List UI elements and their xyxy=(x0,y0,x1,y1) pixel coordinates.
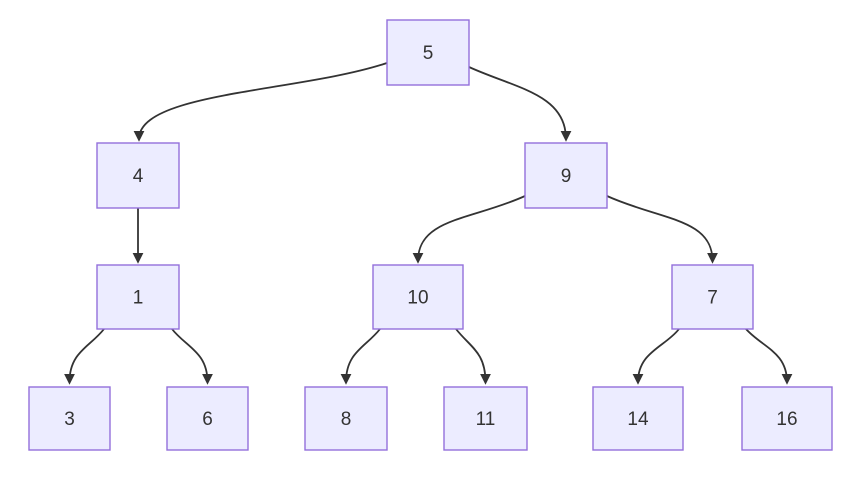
edge-layer xyxy=(64,62,793,385)
tree-node-11: 11 xyxy=(443,386,528,451)
tree-node-7: 7 xyxy=(671,264,754,330)
node-box xyxy=(372,264,464,330)
node-label: 1 xyxy=(133,288,144,309)
tree-node-3: 3 xyxy=(28,386,111,451)
node-box xyxy=(741,386,833,451)
edge-1-3 xyxy=(64,328,105,385)
node-box xyxy=(166,386,249,451)
tree-node-9: 9 xyxy=(524,142,608,209)
node-box xyxy=(443,386,528,451)
node-box xyxy=(96,264,180,330)
node-box xyxy=(304,386,388,451)
node-label: 5 xyxy=(423,43,434,64)
edge-9-7 xyxy=(606,195,718,264)
tree-node-16: 16 xyxy=(741,386,833,451)
node-label: 9 xyxy=(561,166,572,187)
node-label: 7 xyxy=(707,288,718,309)
edge-7-14 xyxy=(632,328,680,385)
tree-node-1: 1 xyxy=(96,264,180,330)
node-label: 16 xyxy=(776,409,797,430)
edge-10-11 xyxy=(455,328,491,385)
node-box xyxy=(671,264,754,330)
edge-5-9 xyxy=(468,66,572,142)
node-box xyxy=(28,386,111,451)
edge-5-4 xyxy=(133,62,388,142)
tree-node-14: 14 xyxy=(592,386,684,451)
node-label: 14 xyxy=(627,409,649,430)
node-box xyxy=(386,19,470,86)
node-layer: 5 4 9 1 10 7 xyxy=(28,19,833,451)
node-label: 6 xyxy=(202,409,213,430)
edge-7-16 xyxy=(745,328,793,385)
node-label: 3 xyxy=(64,409,75,430)
node-box xyxy=(96,142,180,209)
node-label: 8 xyxy=(341,409,352,430)
tree-node-8: 8 xyxy=(304,386,388,451)
node-label: 4 xyxy=(133,166,144,187)
edge-10-8 xyxy=(340,328,381,385)
tree-node-4: 4 xyxy=(96,142,180,209)
node-box xyxy=(524,142,608,209)
tree-node-10: 10 xyxy=(372,264,464,330)
tree-node-5: 5 xyxy=(386,19,470,86)
node-label: 10 xyxy=(407,288,428,309)
edge-1-6 xyxy=(171,328,213,385)
tree-node-6: 6 xyxy=(166,386,249,451)
node-box xyxy=(592,386,684,451)
node-label: 11 xyxy=(476,409,496,430)
edge-9-10 xyxy=(412,195,526,264)
